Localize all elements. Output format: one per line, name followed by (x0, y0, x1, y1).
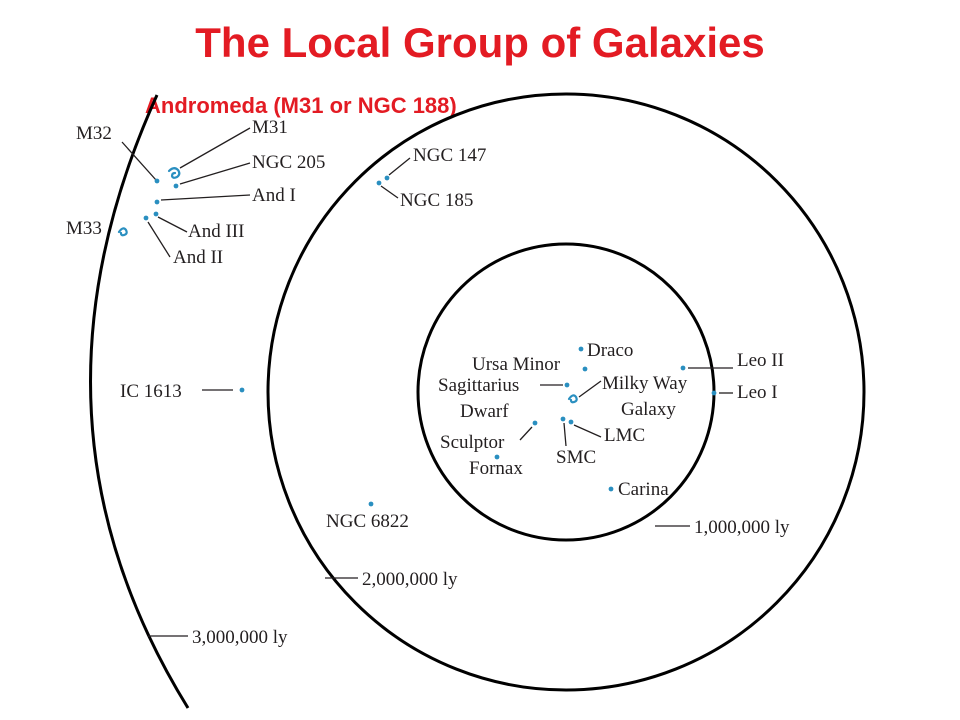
marker-ursa-minor (582, 366, 588, 372)
label-milky-way: Milky Way (602, 373, 688, 394)
leader-m32 (121, 141, 157, 181)
marker-ic1613 (239, 387, 245, 393)
label-m32: M32 (76, 123, 112, 144)
marker-leo1 (711, 390, 717, 396)
label-lmc: LMC (604, 425, 645, 446)
leader-ngc147 (388, 157, 411, 176)
label-sagittarius: Sagittarius (438, 375, 519, 396)
marker-ngc6822 (368, 501, 374, 507)
marker-carina (608, 486, 614, 492)
label-sagittarius-dwarf: Dwarf (460, 401, 509, 422)
label-leo2: Leo II (737, 350, 784, 371)
label-and1: And I (252, 185, 296, 206)
marker-smc (560, 416, 566, 422)
leader-milky-way (578, 380, 602, 398)
leader-ngc185 (380, 185, 399, 199)
ring-3-label: 3,000,000 ly (192, 627, 288, 648)
label-fornax: Fornax (469, 458, 523, 479)
marker-sculptor (532, 420, 538, 426)
label-ursa-minor: Ursa Minor (472, 354, 561, 375)
marker-m32 (154, 178, 160, 184)
leader-smc (563, 422, 567, 447)
label-and3: And III (188, 221, 244, 242)
leader-ngc205 (179, 162, 251, 185)
label-carina: Carina (618, 479, 669, 500)
label-ngc147: NGC 147 (413, 145, 486, 166)
ring-1-label: 1,000,000 ly (694, 517, 790, 538)
marker-ngc205 (173, 183, 179, 189)
spiral-galaxy-m31-icon (167, 167, 181, 179)
marker-draco (578, 346, 584, 352)
marker-leo2 (680, 365, 686, 371)
spiral-galaxy-m33-icon (117, 227, 128, 237)
label-leo1: Leo I (737, 382, 778, 403)
label-sculptor: Sculptor (440, 432, 505, 453)
spiral-galaxy-milky-way-icon (567, 394, 578, 404)
marker-lmc (568, 419, 574, 425)
leader-sculptor (519, 426, 533, 441)
ring-2-label: 2,000,000 ly (362, 569, 458, 590)
label-ngc185: NGC 185 (400, 190, 473, 211)
marker-and3 (153, 211, 159, 217)
leader-and2 (147, 221, 171, 258)
label-ic1613: IC 1613 (120, 381, 182, 402)
marker-sagittarius (564, 382, 570, 388)
label-ngc205: NGC 205 (252, 152, 325, 173)
ring-2-million-ly (266, 92, 866, 692)
label-milky-way-galaxy: Galaxy (621, 399, 676, 420)
label-and2: And II (173, 247, 223, 268)
label-m33: M33 (66, 218, 102, 239)
leader-and1 (160, 194, 251, 201)
label-m31: M31 (252, 117, 288, 138)
ring-3-million-ly (89, 94, 190, 709)
marker-fornax (494, 454, 500, 460)
andromeda-subtitle: Andromeda (M31 or NGC 188) (145, 93, 457, 118)
leader-and3 (157, 216, 188, 233)
marker-ngc147 (384, 175, 390, 181)
label-draco: Draco (587, 340, 633, 361)
leader-lmc (573, 424, 602, 438)
page-title: The Local Group of Galaxies (195, 19, 764, 66)
label-smc: SMC (556, 447, 596, 468)
leader-m31 (179, 127, 251, 169)
label-ngc6822: NGC 6822 (326, 511, 409, 532)
marker-and2 (143, 215, 149, 221)
marker-and1 (154, 199, 160, 205)
marker-ngc185 (376, 180, 382, 186)
